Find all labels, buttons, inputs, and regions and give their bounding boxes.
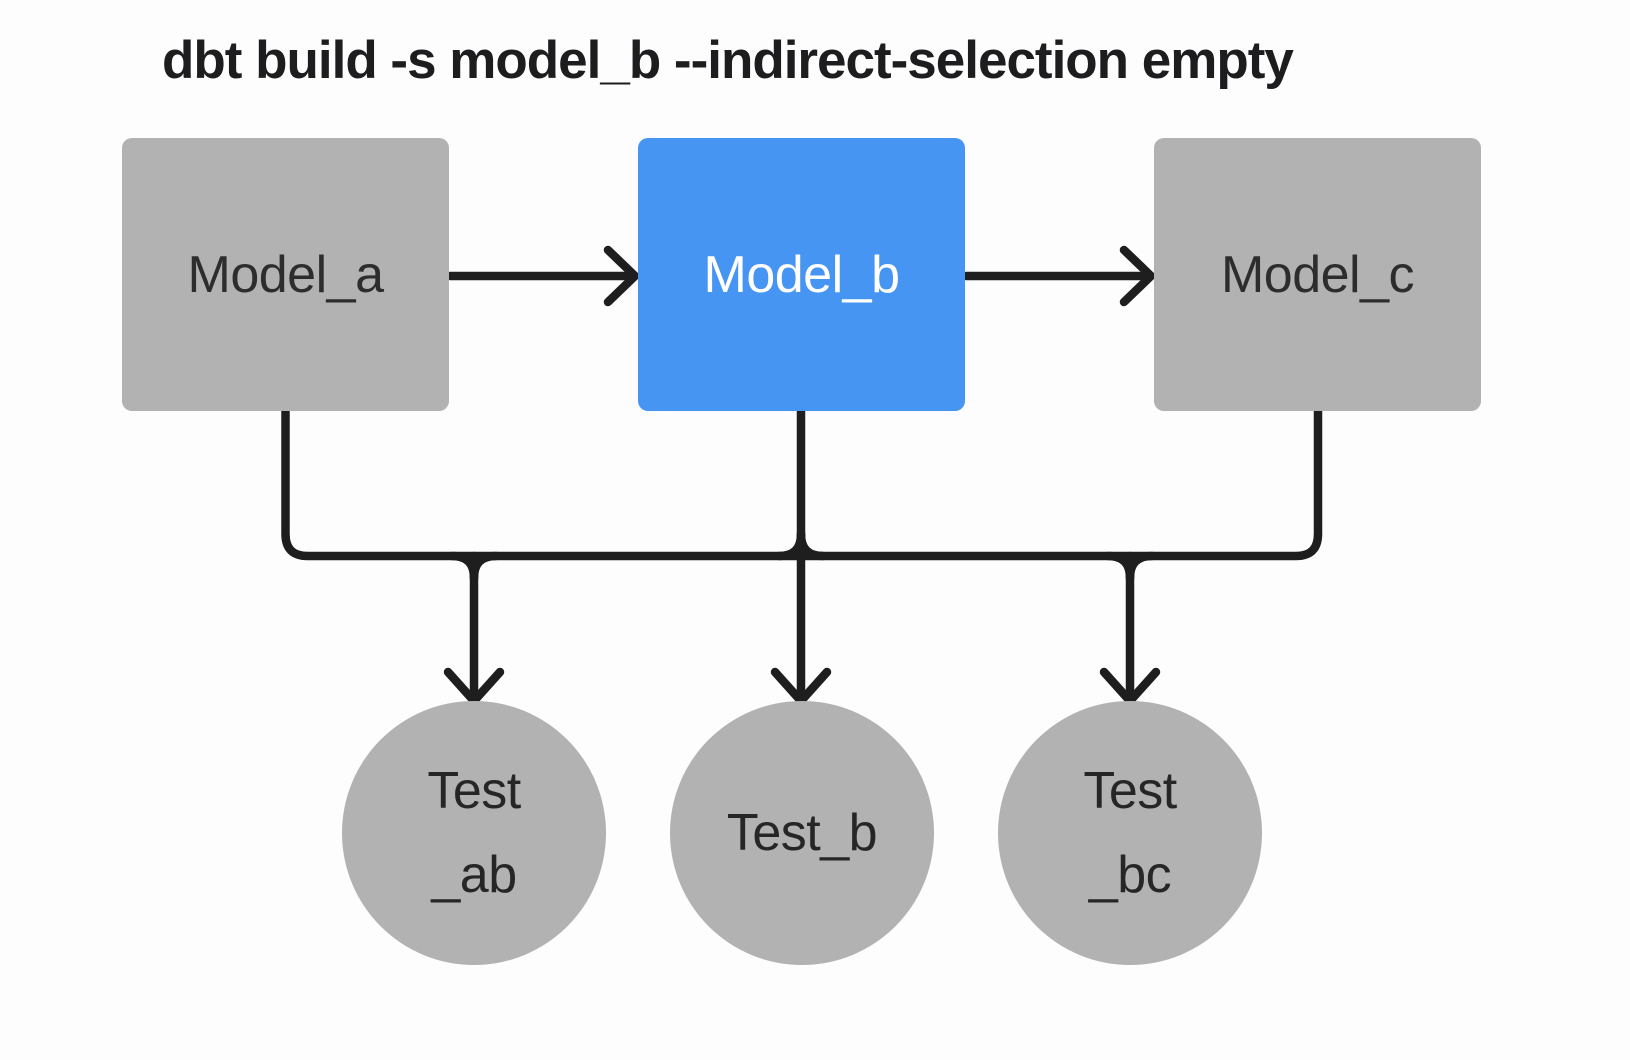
node-test-bc-label-line1: Test <box>1083 762 1177 820</box>
node-model-c: Model_c <box>1154 138 1481 411</box>
node-model-c-label: Model_c <box>1220 245 1415 304</box>
node-test-b-label: Test_b <box>726 804 878 862</box>
node-test-b: Test_b <box>670 701 934 965</box>
node-test-bc: Test _bc <box>998 701 1262 965</box>
node-model-b-selected: Model_b <box>638 138 965 411</box>
arrowhead-model-c-icon <box>1119 245 1156 307</box>
node-test-ab: Test _ab <box>342 701 606 965</box>
edge-bus-fillet-right-model-b <box>796 529 828 561</box>
node-model-a-label: Model_a <box>187 245 384 304</box>
node-test-ab-label-line1: Test <box>427 762 521 820</box>
dbt-command-title: dbt build -s model_b --indirect-selectio… <box>162 31 1294 90</box>
node-model-b-label: Model_b <box>703 245 900 304</box>
node-test-ab-label-line2: _ab <box>431 846 517 904</box>
node-model-a: Model_a <box>122 138 449 411</box>
arrowhead-model-b-icon <box>603 245 640 307</box>
node-test-bc-label-line2: _bc <box>1088 846 1172 904</box>
